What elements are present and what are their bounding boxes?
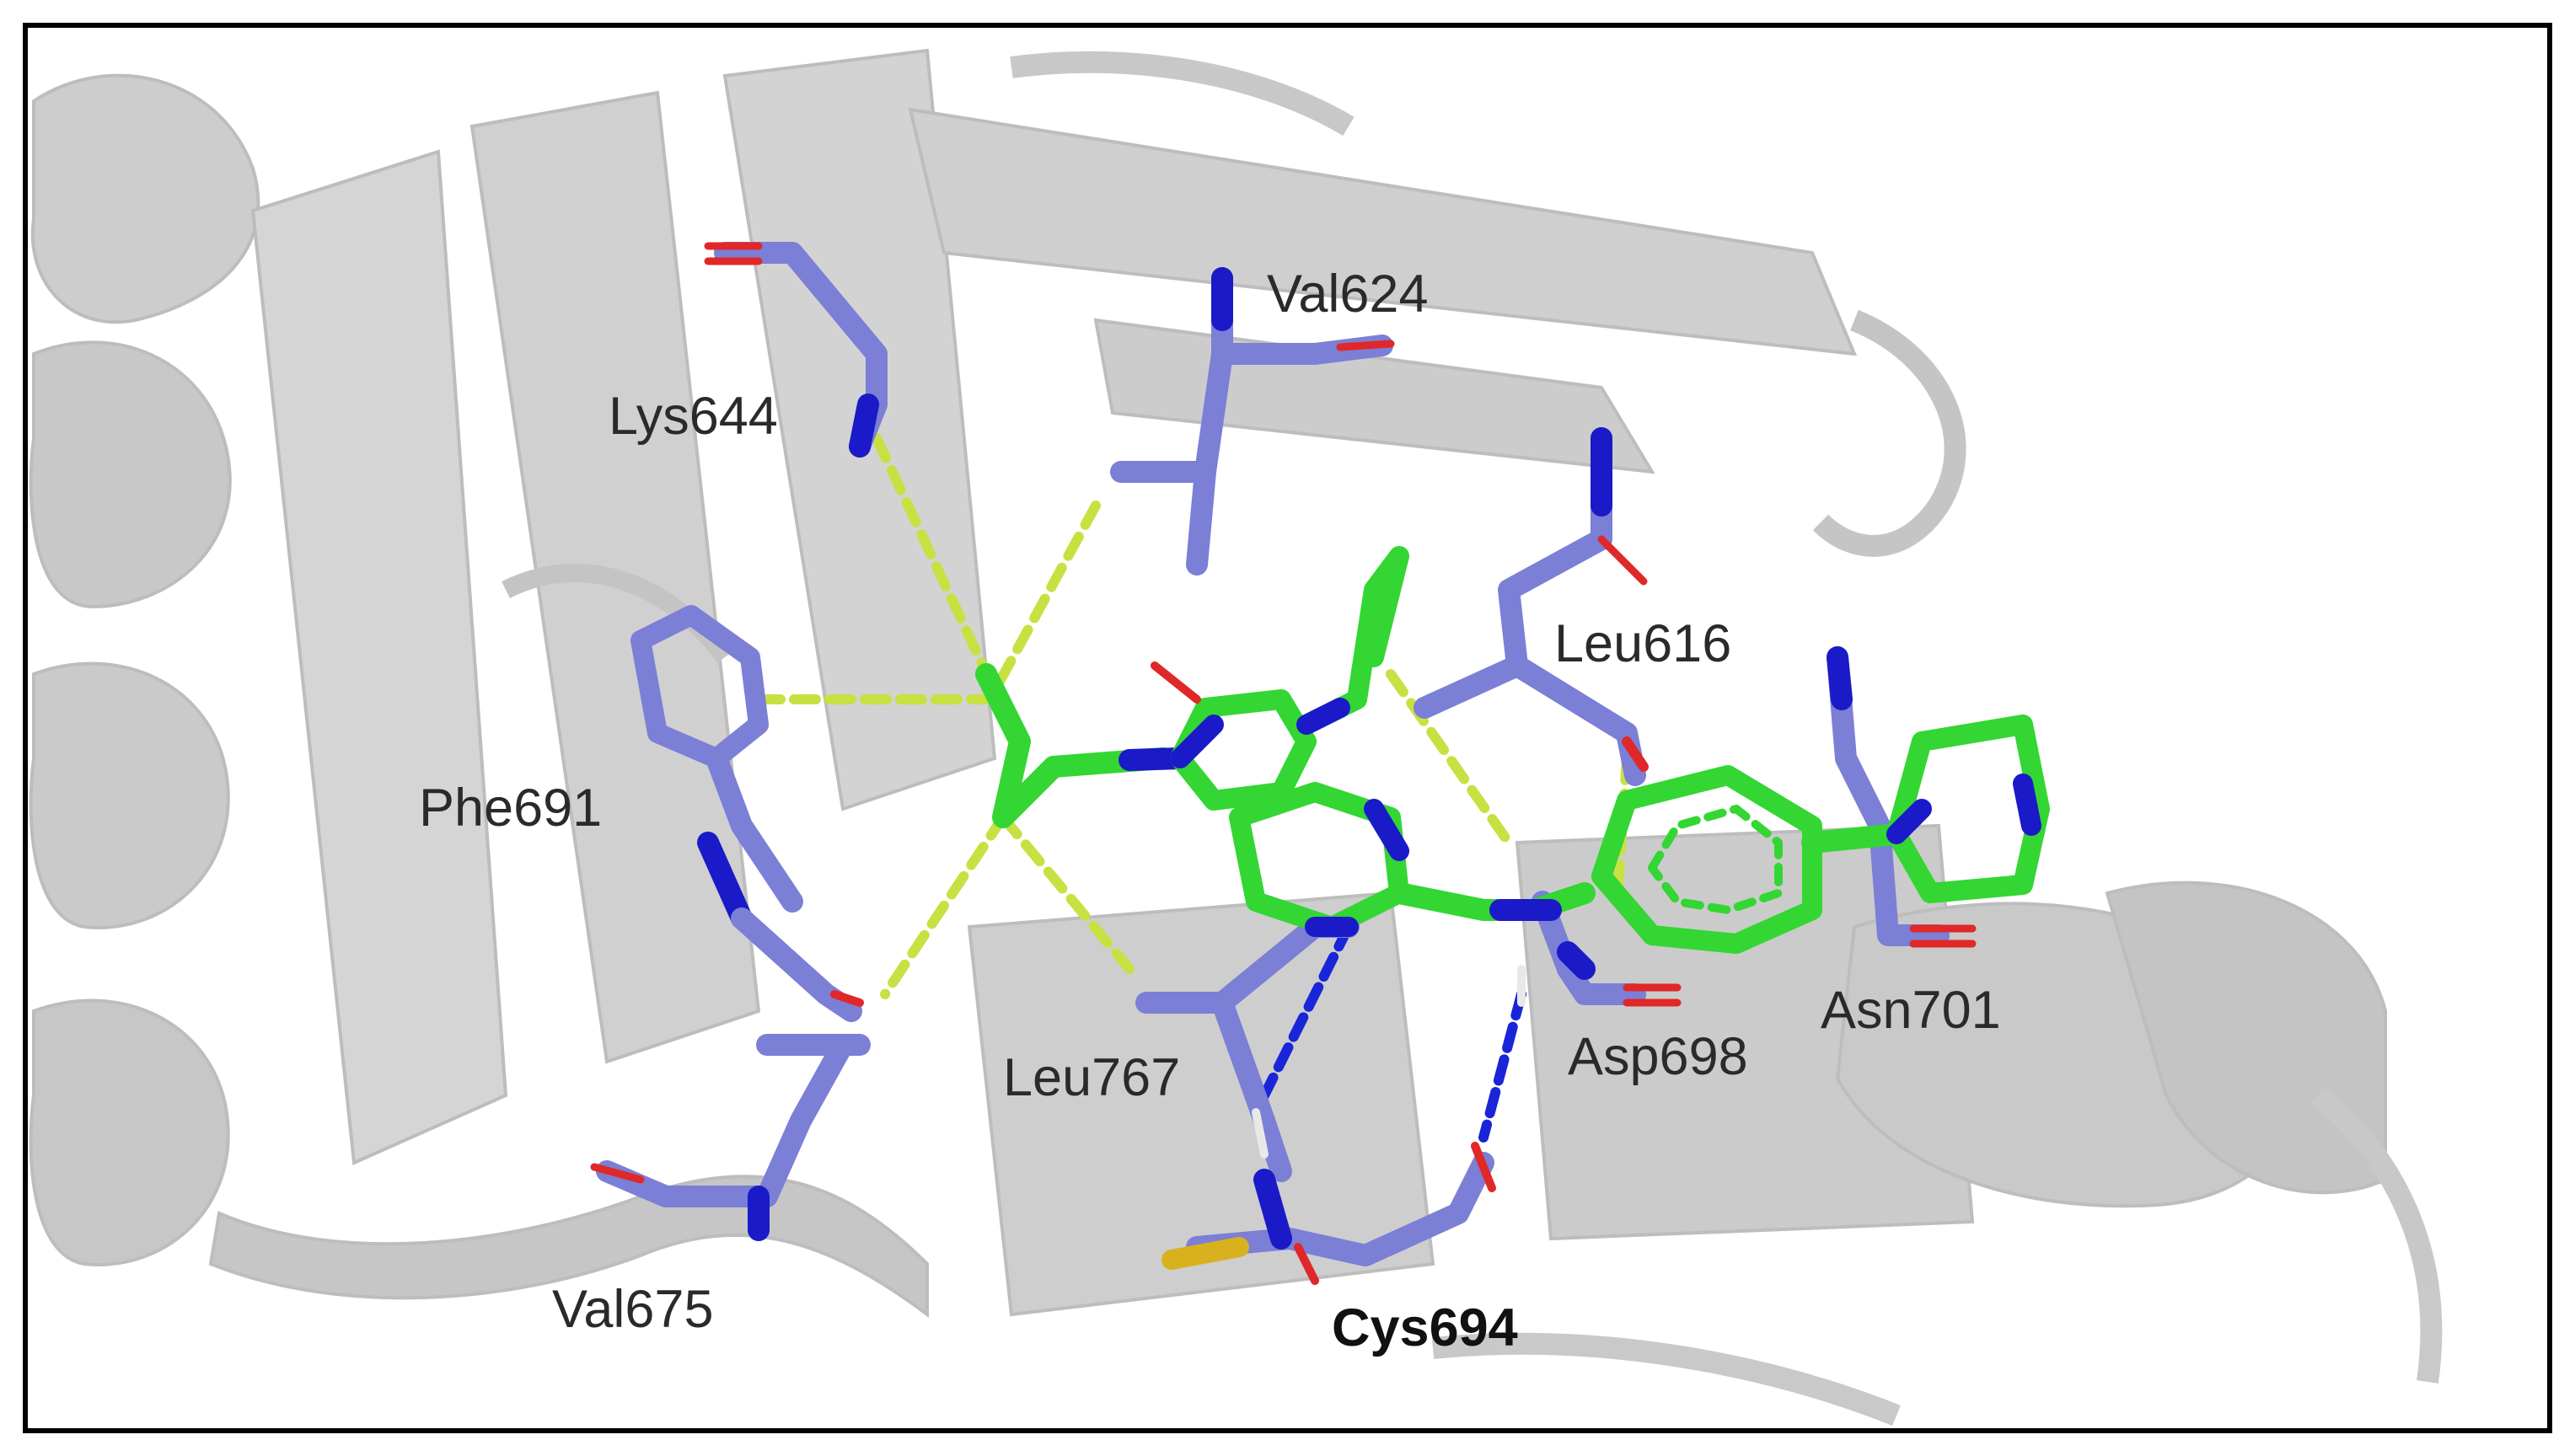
label-cys694: Cys694 [1332,1298,1518,1357]
residue-val624 [1110,267,1395,575]
hydrophobic-contacts [754,433,1632,999]
label-leu767: Leu767 [1003,1048,1180,1107]
residue-phe691 [630,605,864,1022]
residue-lys644 [704,242,888,458]
label-val624: Val624 [1267,265,1429,324]
label-asn701: Asn701 [1821,981,2001,1040]
residue-val675 [590,1034,871,1241]
label-phe691: Phe691 [419,779,602,838]
figure-frame [23,23,2552,1433]
residue-asp698 [1517,891,1682,1007]
hydrogen-bonds [1251,922,1526,1143]
ligand-sticks [975,546,2050,954]
residue-leu616 [1414,427,1649,786]
label-val675: Val675 [552,1280,714,1339]
residue-labels: Val624 Lys644 Leu616 Phe691 Asn701 Leu76… [419,265,2001,1357]
label-lys644: Lys644 [609,387,778,446]
residue-cys694 [1161,1142,1496,1285]
residue-sticks [590,242,1977,1285]
label-leu616: Leu616 [1554,614,1731,673]
label-asp698: Asp698 [1568,1027,1748,1086]
